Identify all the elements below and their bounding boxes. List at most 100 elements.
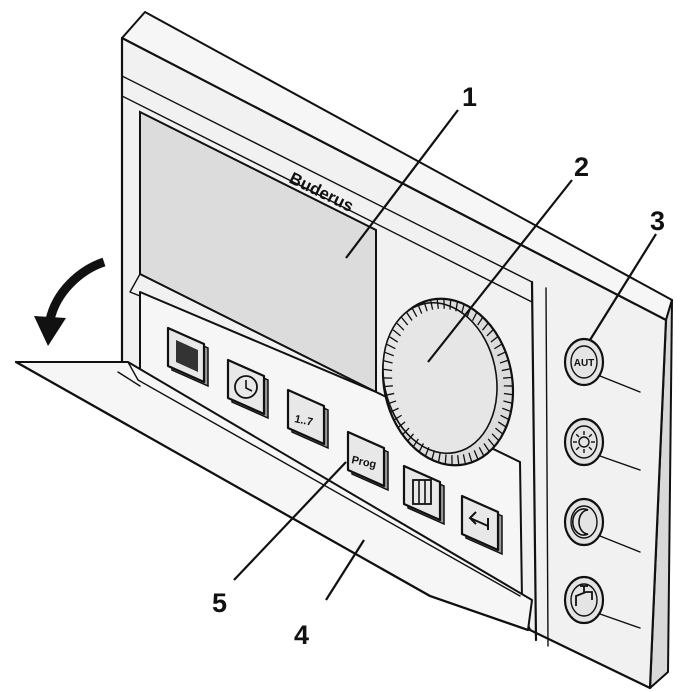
button-auto[interactable]: AUT (563, 337, 641, 393)
leader-3 (589, 233, 657, 341)
button-column-edge-inner (545, 287, 549, 647)
knob-ridge (449, 299, 452, 310)
bezel-line-2 (121, 95, 533, 303)
knob-ridge (473, 450, 479, 460)
key-clock[interactable] (226, 358, 269, 420)
knob-ridge (382, 368, 393, 372)
knob-ridge (397, 421, 406, 429)
radiator-icon (412, 479, 432, 505)
knob-ridge (383, 360, 393, 364)
knob-ridge (503, 400, 513, 404)
flap-edge (14, 360, 530, 632)
knob-ridge (385, 392, 395, 396)
button-night[interactable] (563, 497, 641, 553)
knob-ridge (411, 307, 418, 318)
knob-ridge (396, 322, 405, 331)
callout-4: 4 (294, 620, 309, 650)
leader-5 (233, 461, 347, 581)
display-icon (176, 340, 198, 372)
button-hot-water[interactable] (563, 575, 641, 629)
knob-ridge (501, 368, 511, 372)
knob-ridge (401, 317, 409, 326)
knob-ridge (436, 298, 439, 309)
key-display[interactable] (166, 326, 209, 388)
button-day[interactable] (563, 417, 641, 471)
key-return[interactable] (460, 494, 503, 556)
sun-ray (588, 433, 593, 438)
knob-ridge (431, 450, 436, 460)
knob-ridge (387, 400, 397, 405)
knob-ridge (402, 427, 410, 436)
button-column-edge (530, 280, 538, 642)
callout-1: 1 (462, 82, 477, 112)
knob-ridge (499, 359, 509, 364)
auto-button-label: AUT (574, 358, 595, 369)
leader-4 (325, 539, 365, 601)
knob-ridge (383, 385, 393, 388)
knob-ridge (477, 316, 484, 326)
knob-ridge (491, 433, 500, 442)
knob-ridge (444, 454, 447, 465)
sun-ray (575, 433, 580, 438)
return-icon (468, 511, 489, 530)
knob-ridge (386, 343, 396, 350)
knob-ridges (382, 298, 514, 466)
knob-ridge (503, 392, 514, 396)
knob-ridge (471, 311, 478, 321)
knob-ridge (468, 452, 473, 463)
knob-ridge (462, 454, 467, 465)
knob-ridge (418, 443, 425, 453)
knob-ridge (486, 328, 494, 337)
flap-corner (117, 371, 141, 387)
knob-ridge (483, 443, 490, 453)
knob-ridge (497, 351, 506, 357)
sun-icon (573, 431, 595, 453)
callout-5: 5 (212, 588, 227, 618)
days-key-label: 1..7 (293, 413, 313, 429)
key-prog[interactable]: Prog (346, 430, 389, 492)
leader-2 (427, 179, 573, 363)
tap-icon (575, 585, 593, 606)
knob-ridge (424, 447, 430, 457)
cover-flap[interactable] (14, 360, 533, 632)
knob-ridge (392, 329, 401, 337)
key-radiator[interactable] (402, 464, 445, 526)
curved-arrow-down-icon (34, 257, 106, 346)
sun-ray (588, 446, 593, 451)
knob-ridge (478, 446, 485, 457)
knob-ridge (497, 421, 507, 428)
clock-icon (234, 375, 258, 399)
knob-ridge (494, 343, 503, 350)
callout-2: 2 (574, 152, 589, 182)
knob-ridge (384, 351, 394, 357)
knob-ridge (490, 335, 499, 343)
knob-ridge (487, 438, 495, 447)
moon-icon (571, 508, 589, 536)
leader-1 (345, 109, 459, 259)
knob-ridge (457, 455, 460, 466)
knob-ridge (495, 427, 504, 435)
knob-ridge (406, 311, 413, 321)
knob-ridge (503, 376, 513, 379)
knob-ridge (390, 407, 399, 413)
bezel-line (121, 75, 533, 283)
knob-ridge (417, 304, 423, 314)
callout-3: 3 (650, 206, 665, 236)
knob-ridge (407, 433, 415, 442)
knob-ridge (389, 336, 399, 343)
knob-ridge (412, 438, 419, 448)
knob-ridge (429, 299, 434, 310)
rotary-knob[interactable] (368, 287, 528, 478)
prog-key-label: Prog (350, 454, 377, 471)
knob-ridge (437, 452, 441, 463)
key-days[interactable]: 1..7 (286, 388, 329, 450)
knob-ridge (423, 301, 428, 312)
knob-ridge (481, 322, 489, 331)
sun-ray (575, 446, 580, 451)
knob-ridge (393, 414, 402, 421)
knob-ridge (500, 414, 510, 421)
flap-hinge (127, 361, 521, 597)
knob-ridge (455, 301, 459, 312)
